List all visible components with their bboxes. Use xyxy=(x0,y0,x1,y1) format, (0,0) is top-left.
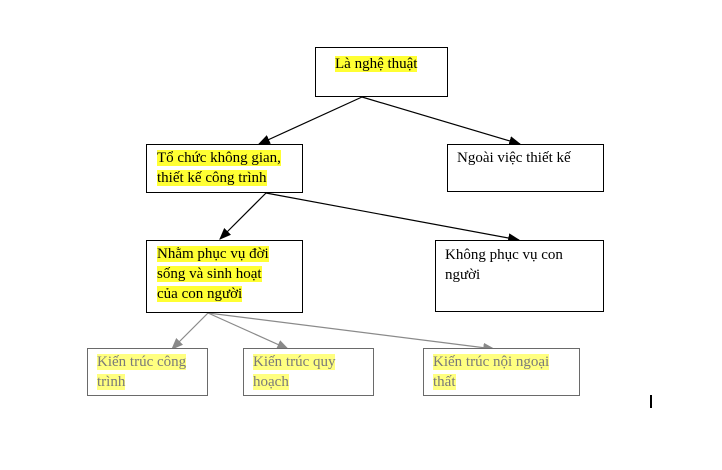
node-root xyxy=(315,47,448,97)
edge-serve-to-interior xyxy=(207,312,496,353)
node-not-serve-human-label: Không phục vụ con người xyxy=(445,247,563,283)
edge-root-to-organize xyxy=(257,96,363,145)
node-interior-exterior-architecture-label: Kiến trúc nội ngoại thất xyxy=(433,354,550,390)
node-planning-architecture-label: Kiến trúc quy hoạch xyxy=(253,354,336,390)
edge-serve-to-planning xyxy=(207,312,290,350)
edge-root-to-beyond xyxy=(361,96,522,146)
node-organize-space-label: Tổ chức không gian, thiết kế công trình xyxy=(157,150,281,186)
node-beyond-design-label: Ngoài việc thiết kế xyxy=(457,150,571,166)
text-cursor-icon xyxy=(650,395,652,408)
edge-organize-to-serve xyxy=(219,192,267,240)
node-beyond-design xyxy=(447,144,604,192)
node-construction-architecture-label: Kiến trúc công trình xyxy=(97,354,187,390)
node-serve-human-label: Nhằm phục vụ đời sống và sinh hoạt của c… xyxy=(157,246,269,302)
edge-serve-to-construction xyxy=(171,312,209,350)
node-not-serve-human xyxy=(435,240,604,312)
node-root-label: Là nghệ thuật xyxy=(335,56,418,72)
edge-organize-to-notserve xyxy=(265,192,521,243)
